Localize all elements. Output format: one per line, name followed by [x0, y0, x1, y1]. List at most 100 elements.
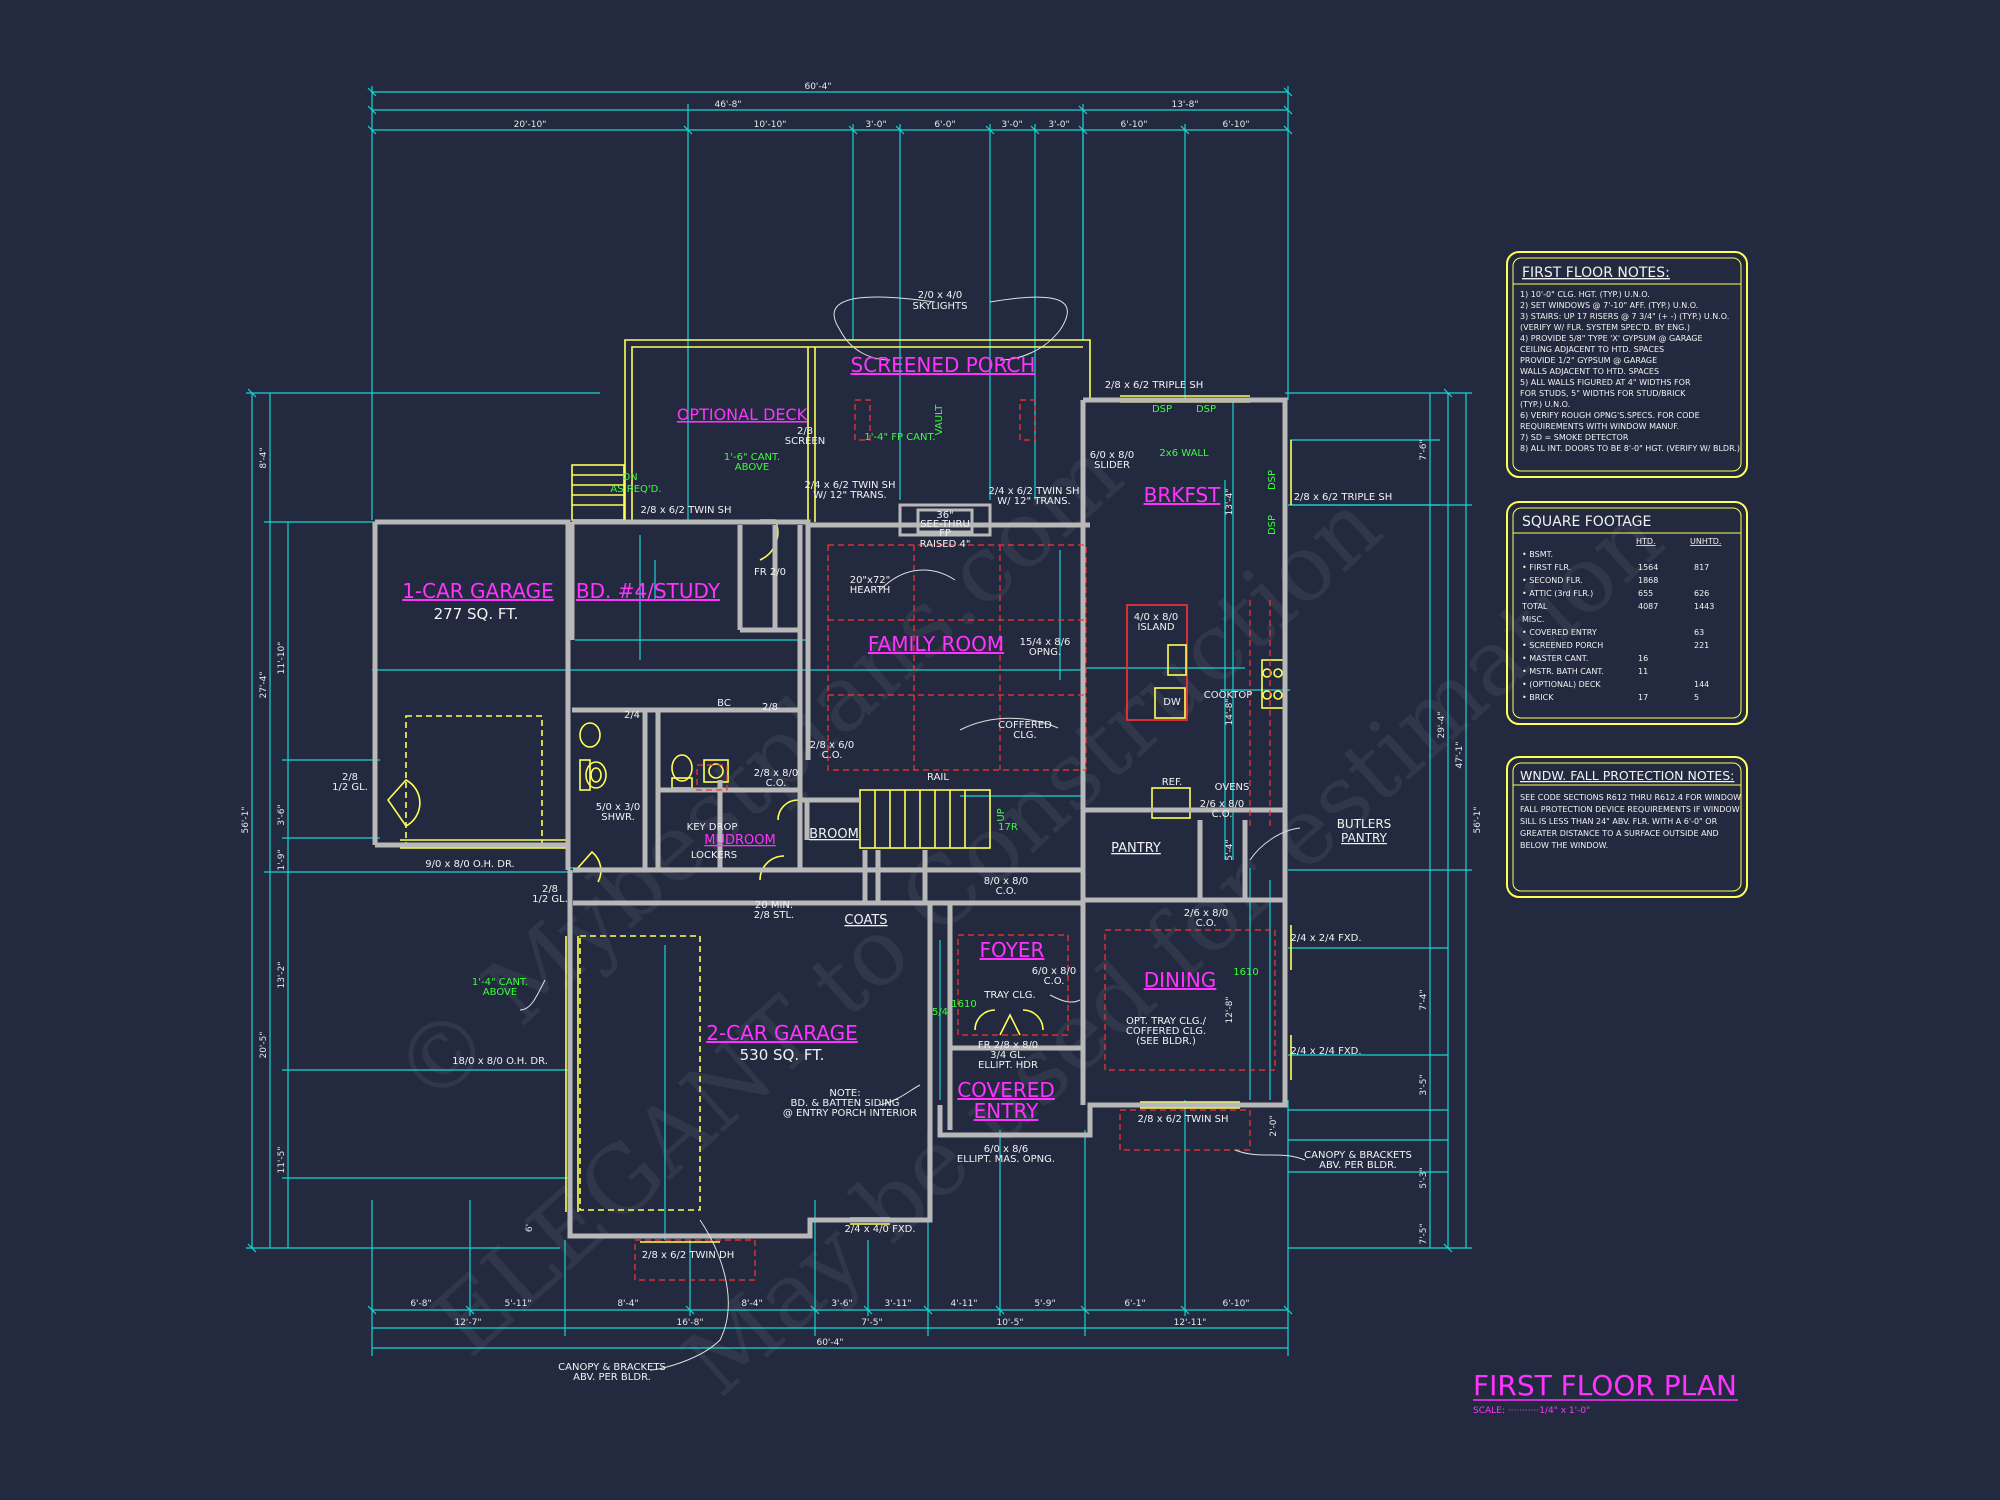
first-floor-note-line: REQUIREMENTS WITH WINDOW MANUF.: [1520, 422, 1679, 431]
dim-right-sub-i: 5'-3": [1419, 1167, 1429, 1188]
room-butlers-pantry-1: BUTLERS: [1337, 817, 1392, 831]
anno-ohdr-18: 18/0 x 8/0 O.H. DR.: [452, 1056, 548, 1067]
sqft-row-htd: 17: [1638, 693, 1648, 702]
sqft-row-htd: 16: [1638, 654, 1648, 663]
anno-fxd-24-2: 2/4 x 2/4 FXD.: [1290, 1046, 1361, 1057]
dim-left-sub-d: 13'-2": [277, 961, 287, 988]
plan-title: FIRST FLOOR PLAN: [1473, 1369, 1737, 1402]
dim-top-row3-d: 6'-0": [934, 120, 955, 130]
sqft-row-unhtd: 626: [1694, 589, 1709, 598]
one-car-garage-area: 277 SQ. FT.: [434, 605, 519, 623]
anno-triple-sh-right: 2/8 x 6/2 TRIPLE SH: [1294, 492, 1393, 503]
anno-slider-1: 6/0 x 8/0: [1090, 450, 1134, 461]
dim-bottom2-e: 12'-11": [1174, 1318, 1207, 1328]
anno-fr-20: FR 2/0: [754, 567, 786, 578]
dim-top-row3-e: 3'-0": [1001, 120, 1022, 130]
sqft-row-label: TOTAL: [1521, 602, 1548, 611]
dim-right-sub-d: 5'-4": [1225, 839, 1235, 860]
anno-d28: 2/8: [762, 702, 778, 713]
notes-square-footage: SQUARE FOOTAGE HTD. UNHTD. • BSMT.• FIRS…: [1506, 501, 1748, 725]
anno-canopy-b-1: CANOPY & BRACKETS: [558, 1362, 666, 1373]
anno-twin-sh-deck: 2/8 x 6/2 TWIN SH: [640, 505, 731, 516]
anno-cant-4-1: 1'-4" CANT.: [472, 977, 528, 988]
dim-right-sub-g: 3'-5": [1419, 1074, 1429, 1095]
anno-co-28-2: C.O.: [822, 750, 843, 761]
anno-gl-28-1: 2/8: [342, 772, 358, 783]
sqft-row-label: • BSMT.: [1522, 550, 1553, 559]
room-bd4-study: BD. #4/STUDY: [576, 579, 721, 603]
sqft-row-unhtd: 5: [1694, 693, 1699, 702]
first-floor-note-line: 2) SET WINDOWS @ 7'-10" AFF. (TYP.) U.N.…: [1520, 301, 1698, 310]
anno-coffered-2: CLG.: [1013, 730, 1036, 741]
anno-fxd-24-1: 2/4 x 2/4 FXD.: [1290, 933, 1361, 944]
anno-co-80-2: C.O.: [996, 886, 1017, 897]
anno-ovens: OVENS: [1215, 782, 1250, 793]
anno-shwr-2: SHWR.: [601, 812, 635, 823]
anno-fr-28-2: 3/4 GL.: [990, 1050, 1026, 1061]
dim-right-part-b: 29'-4": [1437, 711, 1447, 738]
first-floor-note-line: PROVIDE 1/2" GYPSUM @ GARAGE: [1520, 356, 1657, 365]
anno-opt-tray-2: COFFERED CLG.: [1126, 1026, 1206, 1037]
dim-left-sub-f: 6': [525, 1224, 535, 1232]
sqft-col-unhtd: UNHTD.: [1690, 537, 1721, 546]
anno-co-60-2: C.O.: [1044, 976, 1065, 987]
room-one-car-garage: 1-CAR GARAGE: [402, 579, 554, 603]
first-floor-note-line: 1) 10'-0" CLG. HGT. (TYP.) U.N.O.: [1520, 290, 1650, 299]
room-pantry: PANTRY: [1111, 841, 1161, 856]
anno-dw: DW: [1163, 697, 1181, 708]
anno-canopy-r-2: ABV. PER BLDR.: [1319, 1160, 1397, 1171]
window-fall-title: WNDW. FALL PROTECTION NOTES:: [1520, 768, 1734, 783]
anno-1610-a: 1610: [1233, 967, 1258, 978]
first-floor-note-line: 5) ALL WALLS FIGURED AT 4" WIDTHS FOR: [1520, 378, 1691, 387]
leader-lines: [519, 296, 1306, 1371]
two-car-garage-area: 530 SQ. FT.: [740, 1046, 825, 1064]
window-fall-note-line: FALL PROTECTION DEVICE REQUIREMENTS IF W…: [1520, 805, 1740, 814]
dim-bottom-overall: 60'-4": [816, 1338, 843, 1348]
anno-see-thru-1: 36": [936, 510, 953, 521]
anno-gl-28b-2: 1/2 GL.: [532, 894, 568, 905]
anno-note-1: NOTE:: [829, 1088, 860, 1099]
anno-dsp-3: DSP: [1267, 470, 1278, 490]
dim-bottom2-a: 12'-7": [454, 1318, 481, 1328]
anno-co-80-1: 8/0 x 8/0: [984, 876, 1028, 887]
dim-bottom-c: 8'-4": [617, 1299, 638, 1309]
dim-left-sub-c: 1'-9": [277, 849, 287, 870]
dim-top-row3-b: 10'-10": [754, 120, 787, 130]
anno-see-thru-3: FP: [939, 528, 951, 539]
anno-fxd-bottom: 2/4 x 4/0 FXD.: [844, 1224, 915, 1235]
anno-gl-28-2: 1/2 GL.: [332, 782, 368, 793]
dim-right-sub-c: 14'-8": [1225, 698, 1235, 725]
notes-window-fall: WNDW. FALL PROTECTION NOTES: SEE CODE SE…: [1506, 756, 1748, 898]
anno-fr-28-1: FR 2/8 x 8/0: [978, 1040, 1038, 1051]
anno-lockers: LOCKERS: [691, 850, 737, 861]
sqft-row-unhtd: 817: [1694, 563, 1709, 572]
anno-twin-sh-porch-b2: W/ 12" TRANS.: [997, 496, 1070, 507]
dim-right-part-a: 47'-1": [1455, 741, 1465, 768]
anno-island-2: ISLAND: [1137, 622, 1174, 633]
anno-canopy-r-1: CANOPY & BRACKETS: [1304, 1150, 1412, 1161]
anno-opng-1: 15/4 x 8/6: [1020, 637, 1071, 648]
anno-fp-cant: 1'-4" FP CANT.: [864, 432, 935, 443]
anno-skylights-1: 2/0 x 4/0: [918, 290, 962, 301]
anno-hearth-2: HEARTH: [850, 585, 891, 596]
anno-dsp-1: DSP: [1152, 404, 1172, 415]
anno-twin-sh-porch-b1: 2/4 x 6/2 TWIN SH: [988, 486, 1079, 497]
anno-screen-1: 2/8: [797, 426, 813, 437]
anno-tr-17: 17R: [998, 822, 1018, 833]
anno-raised: RAISED 4": [920, 539, 971, 550]
sqft-row-unhtd: 221: [1694, 641, 1709, 650]
dimension-ticks: [247, 87, 1453, 1315]
sqft-row-label: • MASTER CANT.: [1522, 654, 1588, 663]
sqft-row-unhtd: 63: [1694, 628, 1704, 637]
sqft-row-htd: 655: [1638, 589, 1653, 598]
window-fall-lines: SEE CODE SECTIONS R612 THRU R612.4 FOR W…: [1520, 793, 1741, 850]
anno-co-28b-1: 2/8 x 8/0: [754, 768, 798, 779]
anno-note-3: @ ENTRY PORCH INTERIOR: [783, 1108, 917, 1119]
sqft-row-label: • BRICK: [1522, 693, 1554, 702]
anno-ellipt-2: ELLIPT. MAS. OPNG.: [957, 1154, 1055, 1165]
dim-right-sub-e: 12'-8": [1225, 996, 1235, 1023]
anno-ellipt-1: 6/0 x 8/6: [984, 1144, 1028, 1155]
anno-key-drop: KEY DROP: [687, 822, 738, 833]
